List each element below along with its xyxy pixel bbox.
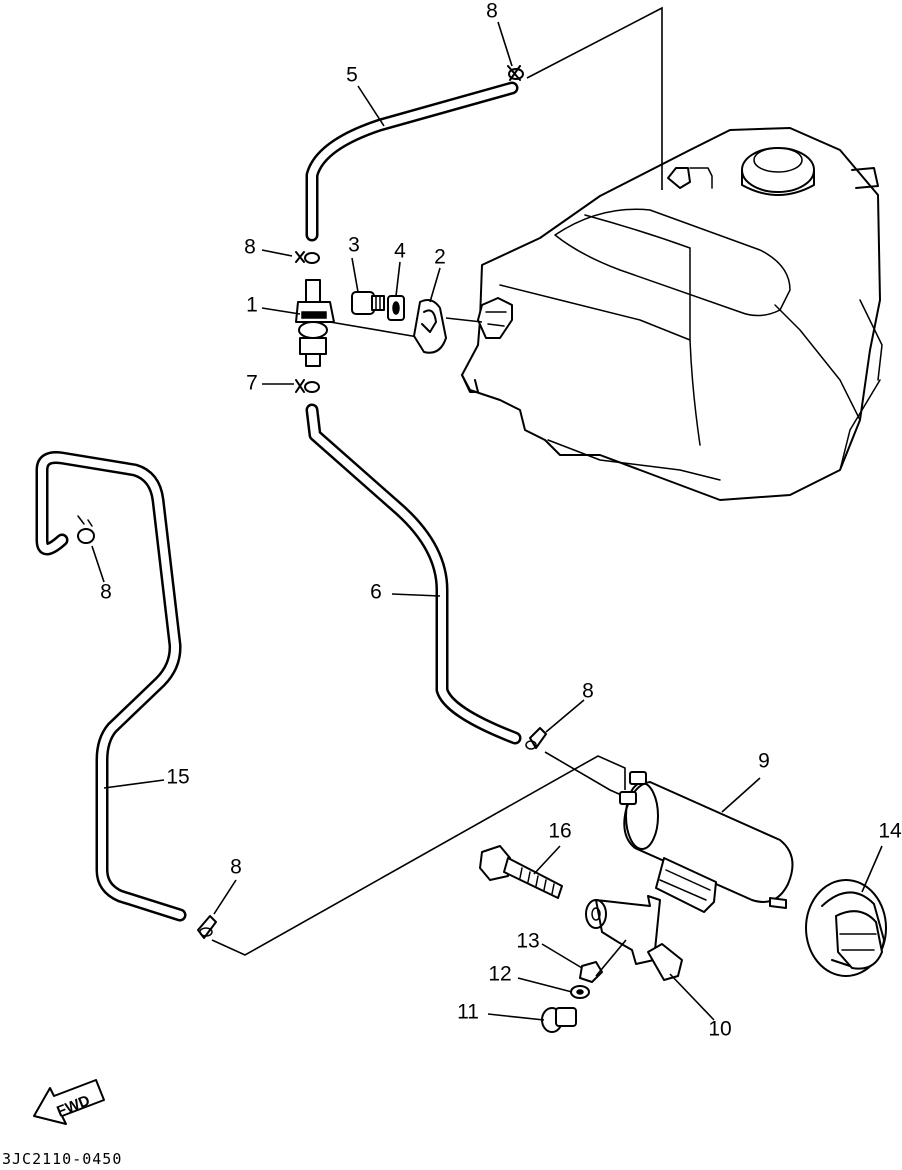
bolt-16 xyxy=(479,845,563,899)
hose-clip-left xyxy=(77,515,95,544)
hose-clip-7 xyxy=(295,379,320,393)
callout-13: 13 xyxy=(516,930,539,953)
callout-15: 15 xyxy=(166,766,189,789)
fuel-tank xyxy=(461,127,883,501)
fuel-pump xyxy=(619,771,794,913)
callout-8-bottom: 8 xyxy=(230,856,242,879)
hose-clip-mid xyxy=(525,727,547,750)
hose-clip-bottom xyxy=(197,915,217,939)
cover-14 xyxy=(805,879,887,977)
callout-14: 14 xyxy=(878,820,902,843)
callout-12: 12 xyxy=(488,963,511,986)
callout-8-top: 8 xyxy=(486,0,498,23)
hose-5 xyxy=(305,81,519,242)
callout-5: 5 xyxy=(346,64,358,87)
callout-3: 3 xyxy=(348,234,360,257)
assembly-line-filter xyxy=(329,321,419,338)
callout-11: 11 xyxy=(457,1001,479,1024)
callout-10: 10 xyxy=(708,1018,731,1041)
callout-16: 16 xyxy=(548,820,571,843)
callout-6: 6 xyxy=(370,581,382,604)
hose-clip-top xyxy=(507,65,524,81)
hose-6 xyxy=(305,403,522,745)
leader-lines xyxy=(91,21,883,1021)
assembly-line-holder xyxy=(445,317,483,323)
hose-clip-upper-left xyxy=(295,251,320,264)
callout-9: 9 xyxy=(758,750,770,773)
nut-13 xyxy=(579,961,603,983)
callout-8-upper-left: 8 xyxy=(244,236,256,259)
callout-8-mid: 8 xyxy=(582,680,594,703)
bolt-3 xyxy=(351,291,385,315)
diagram-id: 3JC2110-0450 xyxy=(2,1150,122,1168)
hose-15 xyxy=(35,451,187,922)
callout-4: 4 xyxy=(394,240,406,263)
assembly-line-top xyxy=(526,6,663,190)
callout-7: 7 xyxy=(246,372,258,395)
assembly-line-hardware xyxy=(595,939,627,977)
washer-4 xyxy=(387,295,405,321)
assembly-line-pump xyxy=(211,755,626,956)
callout-8-left: 8 xyxy=(100,581,112,604)
callout-1: 1 xyxy=(246,294,258,317)
bolt-11 xyxy=(541,1007,577,1033)
holder-2 xyxy=(413,299,447,354)
callout-2: 2 xyxy=(434,246,446,269)
fuel-filter xyxy=(295,279,335,367)
washer-12 xyxy=(570,985,590,999)
fwd-arrow-icon: FWD xyxy=(33,1079,105,1125)
callouts: 8 5 8 3 4 2 1 7 6 8 8 9 15 16 14 8 13 12… xyxy=(100,0,902,1041)
bracket-10 xyxy=(585,895,683,981)
assembly-line-mid xyxy=(544,751,629,799)
